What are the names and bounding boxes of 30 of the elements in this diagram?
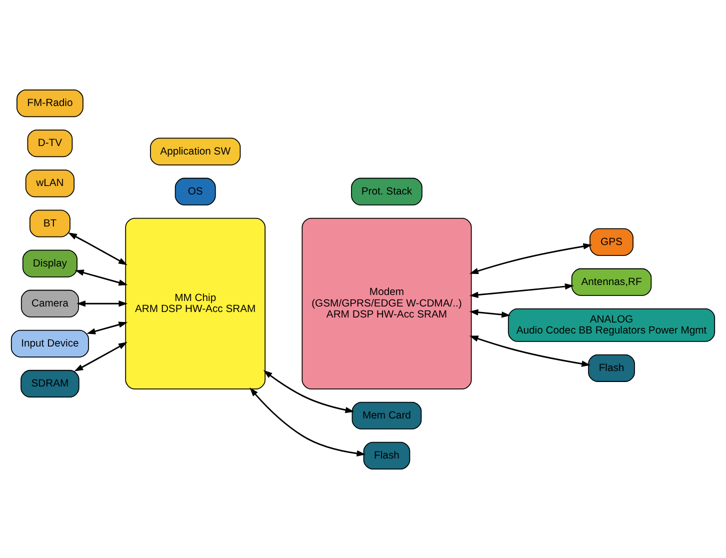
- arrow: [469, 242, 592, 274]
- node-box: Modem (GSM/GPRS/EDGE W-CDMA/..) ARM DSP HW-Acc SRAM: [302, 217, 472, 389]
- arrow: [469, 282, 574, 298]
- node-box: GPS: [590, 228, 634, 256]
- node-box: Flash: [588, 354, 635, 382]
- arrow: [74, 269, 128, 286]
- node-box: SDRAM: [20, 369, 80, 398]
- node-box: Input Device: [10, 329, 89, 357]
- node-box: D-TV: [27, 129, 73, 157]
- arrow: [469, 308, 511, 318]
- arrow: [68, 232, 128, 265]
- arrow: [263, 370, 354, 413]
- arrow: [76, 300, 128, 306]
- arrow: [469, 335, 591, 366]
- node-box: Application SW: [150, 137, 241, 165]
- node-box: BT: [29, 209, 70, 237]
- node-box: Prot. Stack: [351, 177, 422, 205]
- arrow: [86, 321, 128, 334]
- node-box: Flash: [363, 441, 410, 469]
- node-box: Antennas,RF: [571, 268, 652, 296]
- arrow: [74, 342, 128, 371]
- node-box: FM-Radio: [16, 89, 84, 117]
- arrow: [250, 387, 366, 456]
- node-box: ANALOG Audio Codec BB Regulators Power Mgmt: [508, 308, 716, 342]
- node-box: MM Chip ARM DSP HW-Acc SRAM: [125, 217, 266, 389]
- node-box: OS: [174, 177, 216, 205]
- node-box: wLAN: [25, 169, 74, 197]
- node-box: Camera: [20, 289, 79, 317]
- node-box: Display: [22, 249, 78, 277]
- node-box: Mem Card: [352, 401, 422, 429]
